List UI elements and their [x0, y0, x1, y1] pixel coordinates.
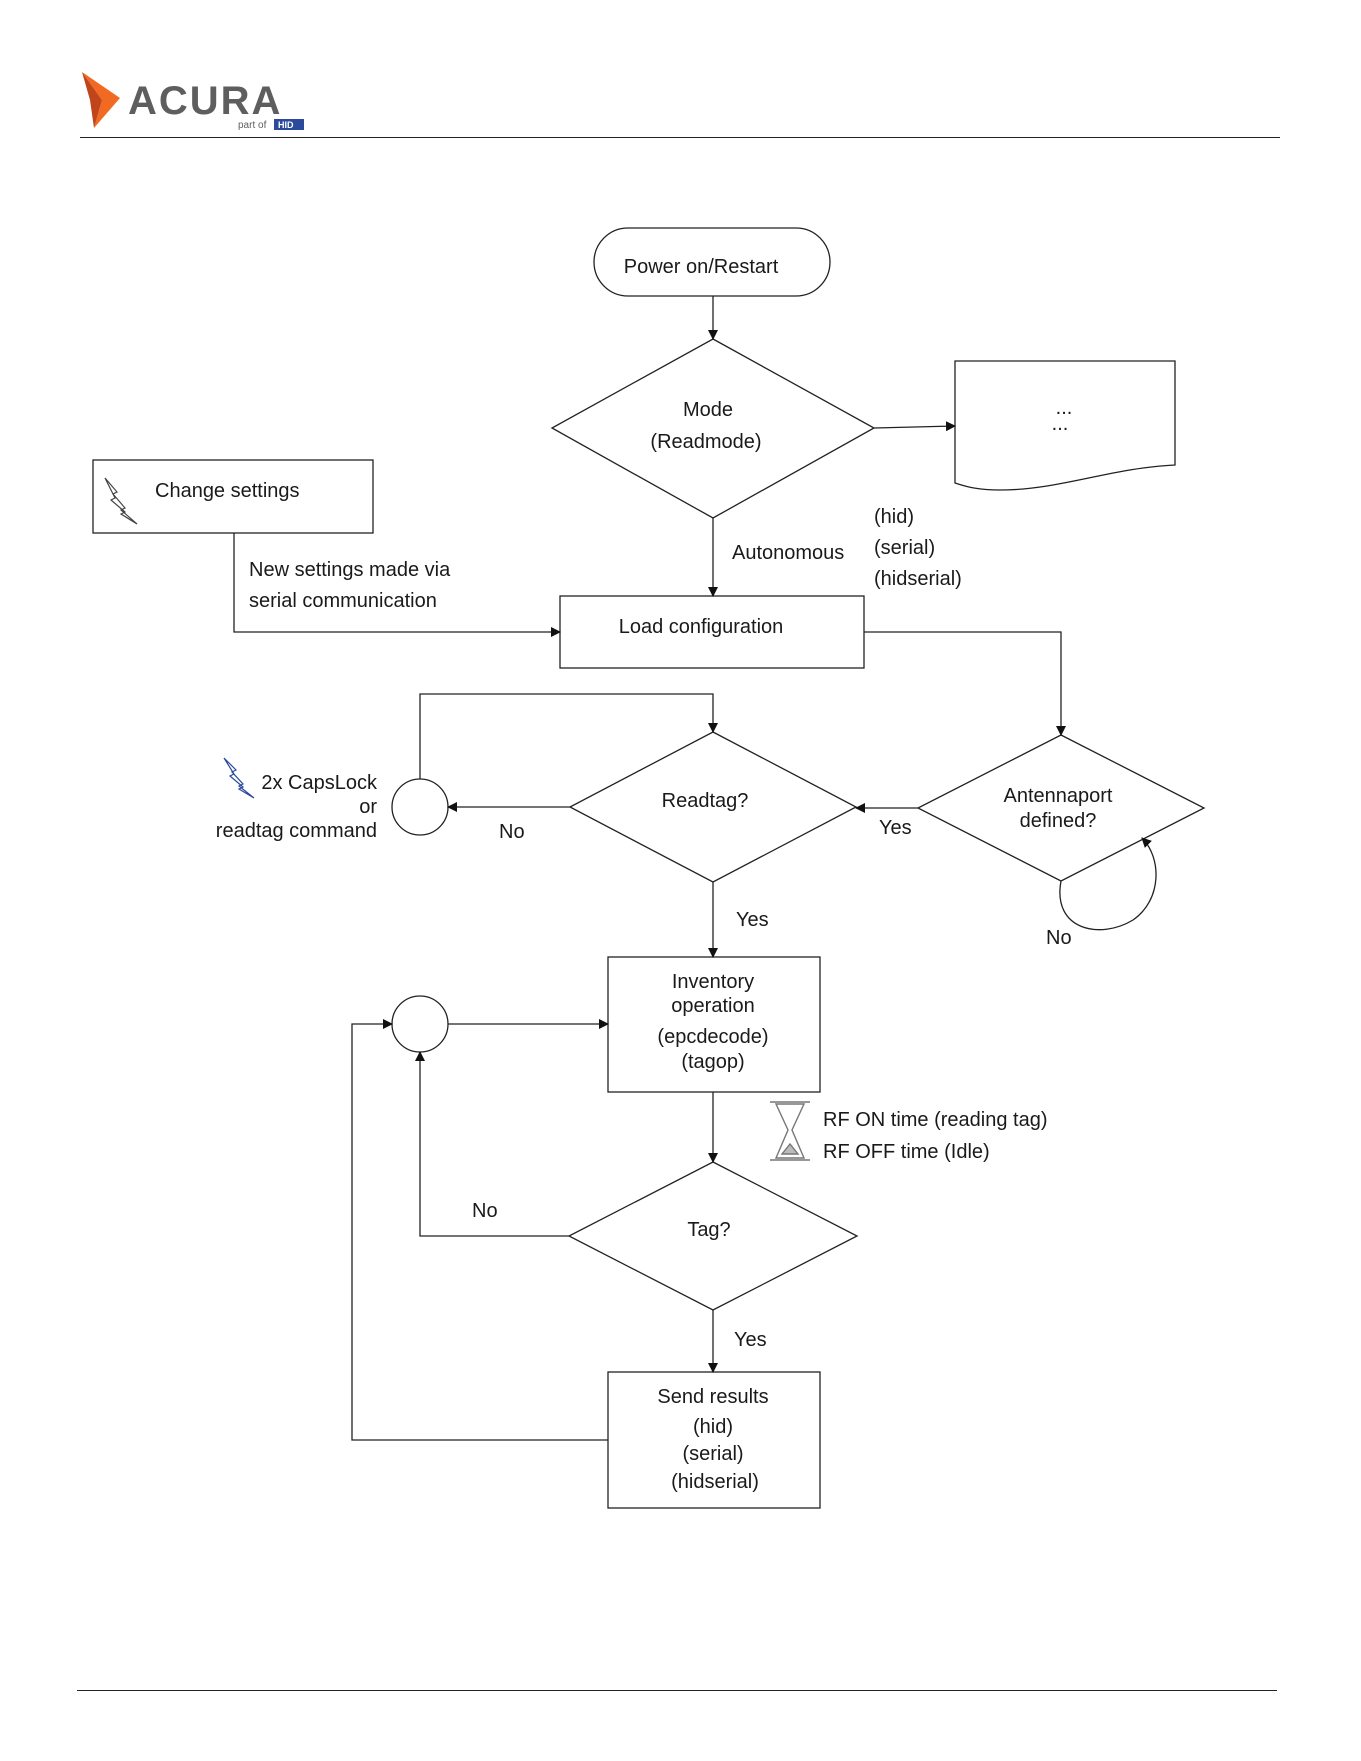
change-settings-node — [92, 459, 374, 534]
antenna-no-label: No — [1046, 927, 1072, 949]
capslock-label-1: 2x CapsLock — [261, 772, 378, 794]
inventory-node — [607, 956, 821, 1093]
header-rule — [80, 137, 1280, 138]
mode-option-hidserial: (hidserial) — [874, 568, 962, 590]
inventory-loop-junction — [391, 995, 449, 1053]
capslock-label-3: readtag command — [216, 820, 377, 842]
tag-label: Tag? — [687, 1219, 730, 1241]
lightning-icon — [223, 757, 255, 799]
logo-hid-badge — [274, 119, 304, 130]
mode-label-2: (Readmode) — [650, 431, 761, 453]
load-config-node — [559, 595, 865, 669]
send-label-4: (hidserial) — [671, 1471, 759, 1493]
tag-yes-label: Yes — [734, 1329, 767, 1351]
send-label-1: Send results — [657, 1386, 768, 1408]
antenna-label-1: Antennaport — [1004, 785, 1113, 807]
antenna-label-2: defined? — [1020, 810, 1097, 832]
inventory-label-1: Inventory — [672, 971, 754, 993]
edge-settings-load — [233, 533, 561, 637]
mode-label-1: Mode — [683, 399, 733, 421]
hourglass-icon — [770, 1101, 810, 1161]
doc-label-2: ... — [1052, 413, 1069, 435]
edge-load-antenna — [864, 631, 1066, 736]
lightning-icon — [104, 477, 138, 525]
rf-off-label: RF OFF time (Idle) — [823, 1141, 990, 1163]
readtag-no-label: No — [499, 821, 525, 843]
readtag-yes-label: Yes — [736, 909, 769, 931]
inventory-label-3: (epcdecode) — [657, 1026, 768, 1048]
send-label-3: (serial) — [682, 1443, 743, 1465]
edge-send-loop — [351, 1019, 608, 1441]
logo-wordmark: ACURA — [128, 79, 282, 123]
power-label: Power on/Restart — [624, 256, 779, 278]
rf-on-label: RF ON time (reading tag) — [823, 1109, 1048, 1131]
power-node — [593, 227, 831, 297]
mode-option-hid: (hid) — [874, 506, 914, 528]
footer-rule — [77, 1690, 1277, 1691]
inventory-label-4: (tagop) — [681, 1051, 744, 1073]
acura-logo: ACURA part of HID — [80, 70, 330, 132]
mode-decision — [550, 338, 876, 519]
edge-tag-no — [415, 1051, 569, 1237]
readtag-label: Readtag? — [662, 790, 749, 812]
edge-mode-doc — [873, 421, 956, 432]
logo-hid-text: HID — [278, 120, 294, 130]
readtag-loop-junction — [391, 778, 449, 836]
logo-part-of: part of — [238, 120, 267, 131]
load-config-label: Load configuration — [619, 616, 784, 638]
autonomous-label: Autonomous — [732, 542, 844, 564]
mode-option-serial: (serial) — [874, 537, 935, 559]
send-results-node — [607, 1371, 821, 1509]
new-settings-label-2: serial communication — [249, 590, 437, 612]
antenna-decision — [916, 734, 1206, 882]
edge-antenna-self-loop — [1059, 837, 1157, 931]
change-settings-label: Change settings — [155, 480, 300, 502]
capslock-label-2: or — [359, 796, 377, 818]
send-label-2: (hid) — [693, 1416, 733, 1438]
inventory-label-2: operation — [671, 995, 754, 1017]
tag-no-label: No — [472, 1200, 498, 1222]
document-node — [954, 360, 1176, 491]
edge-loop-readtag — [419, 693, 718, 779]
antenna-yes-label: Yes — [879, 817, 912, 839]
new-settings-label-1: New settings made via — [249, 559, 451, 581]
doc-label-1: ... — [1056, 397, 1073, 419]
